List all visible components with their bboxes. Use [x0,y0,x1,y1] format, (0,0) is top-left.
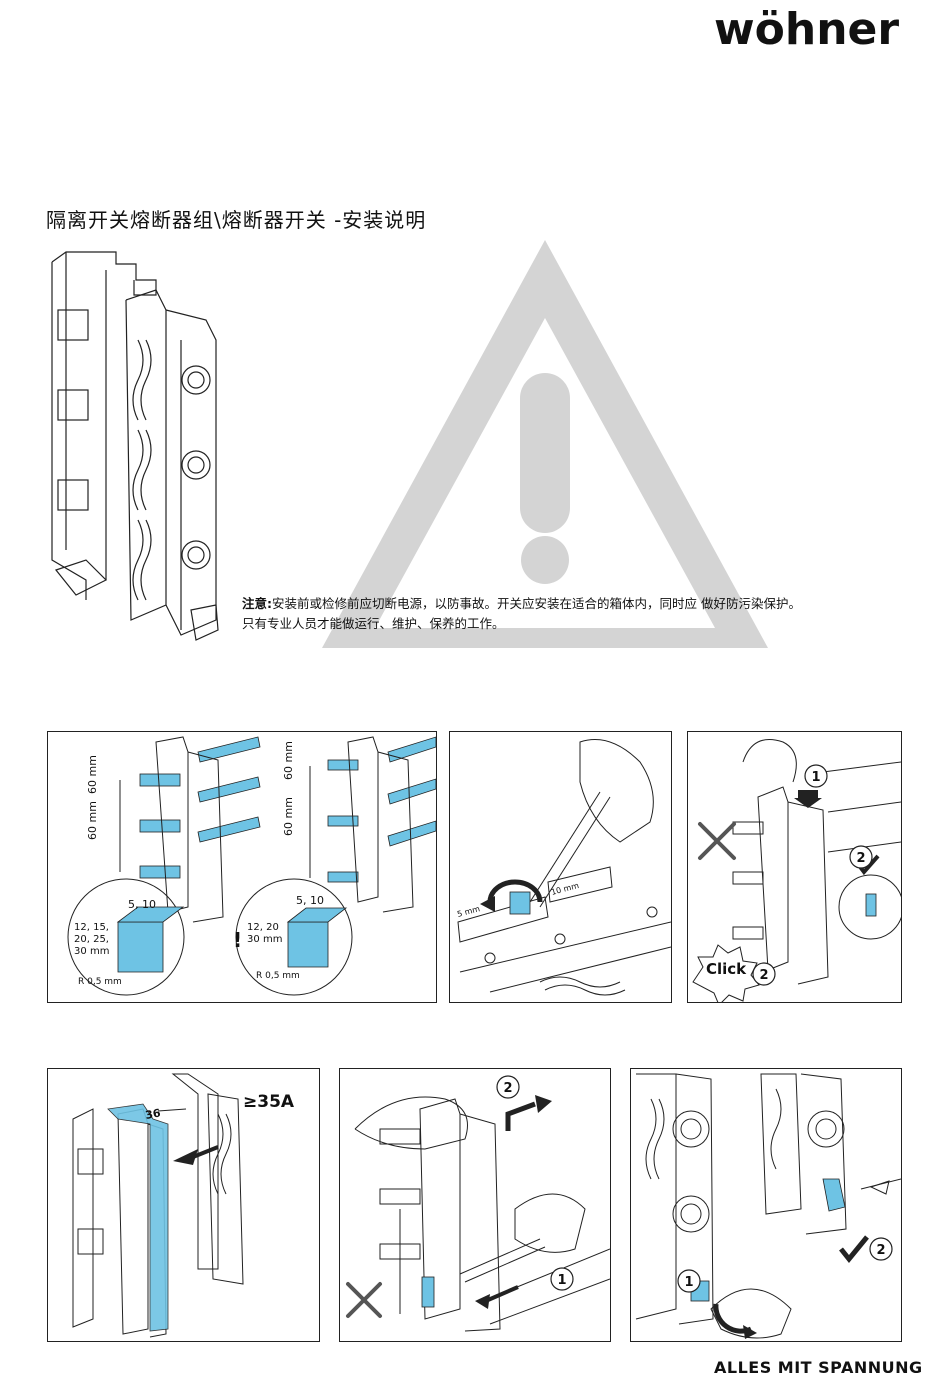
step-1-badge: 1 [811,770,820,785]
warning-triangle-icon [320,238,770,650]
caution-mark: ! [233,928,242,952]
notice-line-2: 只有专业人员才能做运行、维护、保养的工作。 [242,614,882,634]
step-panel-click-mount: 1 2 2 Click [687,731,902,1003]
step-1-badge: 1 [557,1273,566,1288]
bar-width-a-1: 12, 15, [74,922,109,933]
page-title: 隔离开关熔断器组\熔断器开关 -安装说明 [46,204,426,233]
notice-label: 注意: [242,596,272,611]
step-panel-screw-adjust: 5 mm 10 mm [449,731,672,1003]
spacing-label-a: 60 mm [86,755,99,794]
release-latch-diagram: 1 2 [631,1069,901,1341]
safety-notice: 注意:安装前或检修前应切断电源，以防事故。开关应安装在适合的箱体内，同时应 做好… [242,594,882,634]
spacing-label-d: 60 mm [282,797,295,836]
unit-mm-b: mm [263,934,282,945]
click-mount-diagram: 1 2 2 Click [688,732,901,1002]
rating-label: ≥35A [243,1092,295,1112]
screw-adjust-diagram: 5 mm 10 mm [450,732,671,1002]
notice-line-1: 安装前或检修前应切断电源，以防事故。开关应安装在适合的箱体内，同时应 做好防污染… [272,596,801,611]
step-2-badge: 2 [503,1081,512,1096]
bar-width-a-3: 30 [74,946,87,957]
radius-label-a: R 0,5 mm [78,977,122,987]
cover-attach-diagram: 36 ≥35A [48,1069,319,1341]
bar-width-b-2: 30 [247,934,260,945]
removal-diagram: 2 1 [340,1069,610,1341]
click-label: Click [706,960,747,978]
cover-width-label: 36 [144,1106,162,1122]
unit-mm-a: mm [90,946,109,957]
step-panel-busbar-dimensions: 60 mm 60 mm 60 mm 60 mm 5, 10 5, 10 12, … [47,731,437,1003]
fuse-switch-illustration [46,250,226,645]
step-2-badge: 2 [856,851,865,866]
footer-slogan: ALLES MIT SPANNUNG [714,1358,923,1377]
step-panel-release: 1 2 [630,1068,902,1342]
bar-thickness-b: 5, 10 [296,894,324,907]
step-1-badge: 1 [684,1275,693,1290]
bar-width-b-1: 12, 20 [247,922,279,933]
busbar-dimension-diagram: 60 mm 60 mm 60 mm 60 mm 5, 10 5, 10 12, … [48,732,436,1002]
step-2b-badge: 2 [759,968,768,983]
step-panel-removal: 2 1 [339,1068,611,1342]
bar-width-a-2: 20, 25, [74,934,109,945]
bar-thickness-a: 5, 10 [128,898,156,911]
spacing-label-c: 60 mm [282,741,295,780]
step-2-badge: 2 [876,1243,885,1258]
step-panel-cover: 36 ≥35A [47,1068,320,1342]
spacing-label-b: 60 mm [86,801,99,840]
radius-label-b: R 0,5 mm [256,971,300,981]
brand-logo: wöhner [714,4,899,55]
